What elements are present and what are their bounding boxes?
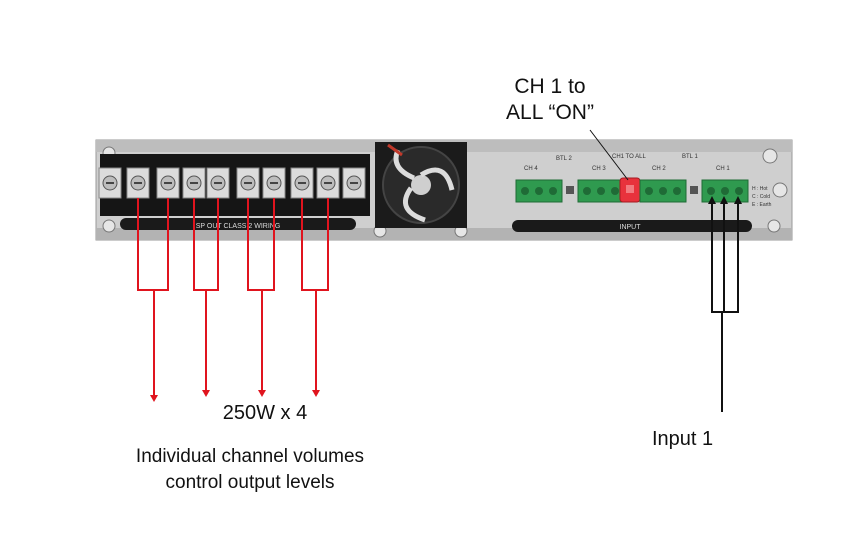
- connector-ch3: [577, 179, 625, 203]
- speaker-strip-label: SP OUT CLASS 2 WIRING: [196, 223, 281, 230]
- speaker-terminal: [156, 167, 180, 199]
- volume-note-line-1: Individual channel volumes: [135, 446, 365, 467]
- speaker-terminal: [182, 167, 206, 199]
- connector-ch2: [639, 179, 687, 203]
- input-strip-label: INPUT: [620, 224, 642, 231]
- ch3-label: CH 3: [592, 166, 606, 172]
- speaker-terminal: [316, 167, 340, 199]
- speaker-terminal: [126, 167, 150, 199]
- speaker-terminal: [236, 167, 260, 199]
- speaker-strip: SP OUT CLASS 2 WIRING: [120, 218, 356, 230]
- ch4-label: CH 4: [524, 166, 538, 172]
- volume-note: Individual channel volumes control outpu…: [80, 444, 420, 496]
- legend-hot: H : Hot: [752, 186, 768, 192]
- speaker-terminal: [206, 167, 230, 199]
- input-arrowheads: [708, 196, 742, 204]
- ch1-label: CH 1: [716, 166, 730, 172]
- callout-line-1: CH 1 to: [514, 75, 586, 98]
- btl1-label: BTL 1: [682, 154, 698, 160]
- callout-line-2: ALL “ON”: [506, 101, 594, 124]
- input-wiring: [711, 198, 739, 412]
- connector-ch4: [515, 179, 563, 203]
- speaker-terminal-block: [98, 154, 370, 216]
- speaker-terminal: [262, 167, 286, 199]
- switch-label: CH1 TO ALL: [612, 154, 646, 160]
- ch1-to-all-callout: CH 1 to ALL “ON”: [470, 74, 630, 126]
- speaker-terminal: [290, 167, 314, 199]
- btl2-label: BTL 2: [556, 156, 572, 162]
- power-output-label: 250W x 4: [222, 402, 308, 424]
- callout-line: [589, 129, 629, 181]
- output-wiring: [137, 198, 329, 400]
- legend-cold: C : Cold: [752, 194, 770, 200]
- volume-note-line-2: control output levels: [165, 472, 335, 493]
- cooling-fan: [375, 142, 467, 228]
- speaker-terminal: [98, 167, 122, 199]
- speaker-terminal: [342, 167, 366, 199]
- ch2-label: CH 2: [652, 166, 666, 172]
- input-1-label: Input 1: [652, 428, 714, 450]
- output-arrowheads: [150, 390, 320, 402]
- legend-earth: E : Earth: [752, 202, 772, 208]
